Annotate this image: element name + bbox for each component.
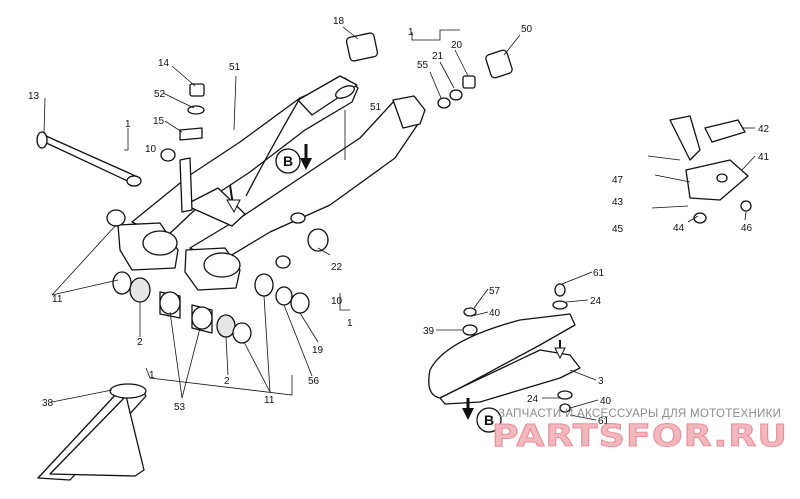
callout-56: 56 [308,376,320,387]
callout-51: 51 [370,102,382,113]
callout-61: 61 [598,416,610,427]
callout-14: 14 [158,58,170,69]
reference-mark-upper-label: B [283,153,293,169]
callout-1: 1 [125,119,131,130]
bushing-set [106,209,329,344]
callout-51: 51 [229,62,241,73]
callout-11: 11 [52,294,63,305]
callout-1: 1 [408,27,414,38]
callout-42: 42 [758,124,770,135]
callout-1: 1 [149,370,155,381]
pivot-axle [36,131,142,187]
callout-55: 55 [417,60,429,71]
callout-57: 57 [489,286,501,297]
callout-24: 24 [590,296,602,307]
watermark-logo: PARTSFOR.RU [492,419,788,454]
chain-slider [428,283,581,413]
callout-53: 53 [174,402,186,413]
reference-mark-lower: B [476,407,502,433]
callout-61: 61 [593,268,605,279]
callout-45: 45 [612,224,624,235]
callout-40: 40 [489,308,501,319]
callout-39: 39 [423,326,435,337]
callout-2: 2 [224,376,230,387]
callout-46: 46 [741,223,753,234]
watermark-caption: ЗАПЧАСТИ И АКСЕССУАРЫ ДЛЯ МОТОТЕХНИКИ [498,408,781,420]
callout-2: 2 [137,337,143,348]
callout-47: 47 [612,175,624,186]
reference-mark-upper: B [275,148,301,174]
callout-44: 44 [673,223,685,234]
callout-50: 50 [521,24,533,35]
callout-10: 10 [331,296,343,307]
callout-41: 41 [758,152,770,163]
watermark: ЗАПЧАСТИ И АКСЕССУАРЫ ДЛЯ МОТОТЕХНИКИ PA… [492,408,788,455]
leader-lines [43,26,756,421]
callout-labels: 13 14 52 15 10 51 51 1 1 1 1 18 21 20 55… [28,16,770,427]
fasteners [160,32,513,162]
callout-1: 1 [347,318,353,329]
callout-19: 19 [312,345,324,356]
callout-3: 3 [598,376,604,387]
arrow-marks [226,144,566,420]
reference-mark-lower-label: B [484,412,494,428]
callout-38: 38 [42,398,54,409]
callout-20: 20 [451,40,463,51]
callout-24: 24 [527,394,539,405]
callout-13: 13 [28,91,40,102]
callout-40: 40 [600,396,612,407]
callout-15: 15 [153,116,165,127]
callout-52: 52 [154,89,166,100]
callout-18: 18 [333,16,345,27]
callout-43: 43 [612,197,624,208]
paddock-stand [37,383,147,481]
callout-21: 21 [432,51,444,62]
chain-guide-bracket [647,115,752,224]
swingarm [117,75,426,291]
callout-10: 10 [145,144,157,155]
callout-22: 22 [331,262,343,273]
callout-11: 11 [264,395,275,406]
